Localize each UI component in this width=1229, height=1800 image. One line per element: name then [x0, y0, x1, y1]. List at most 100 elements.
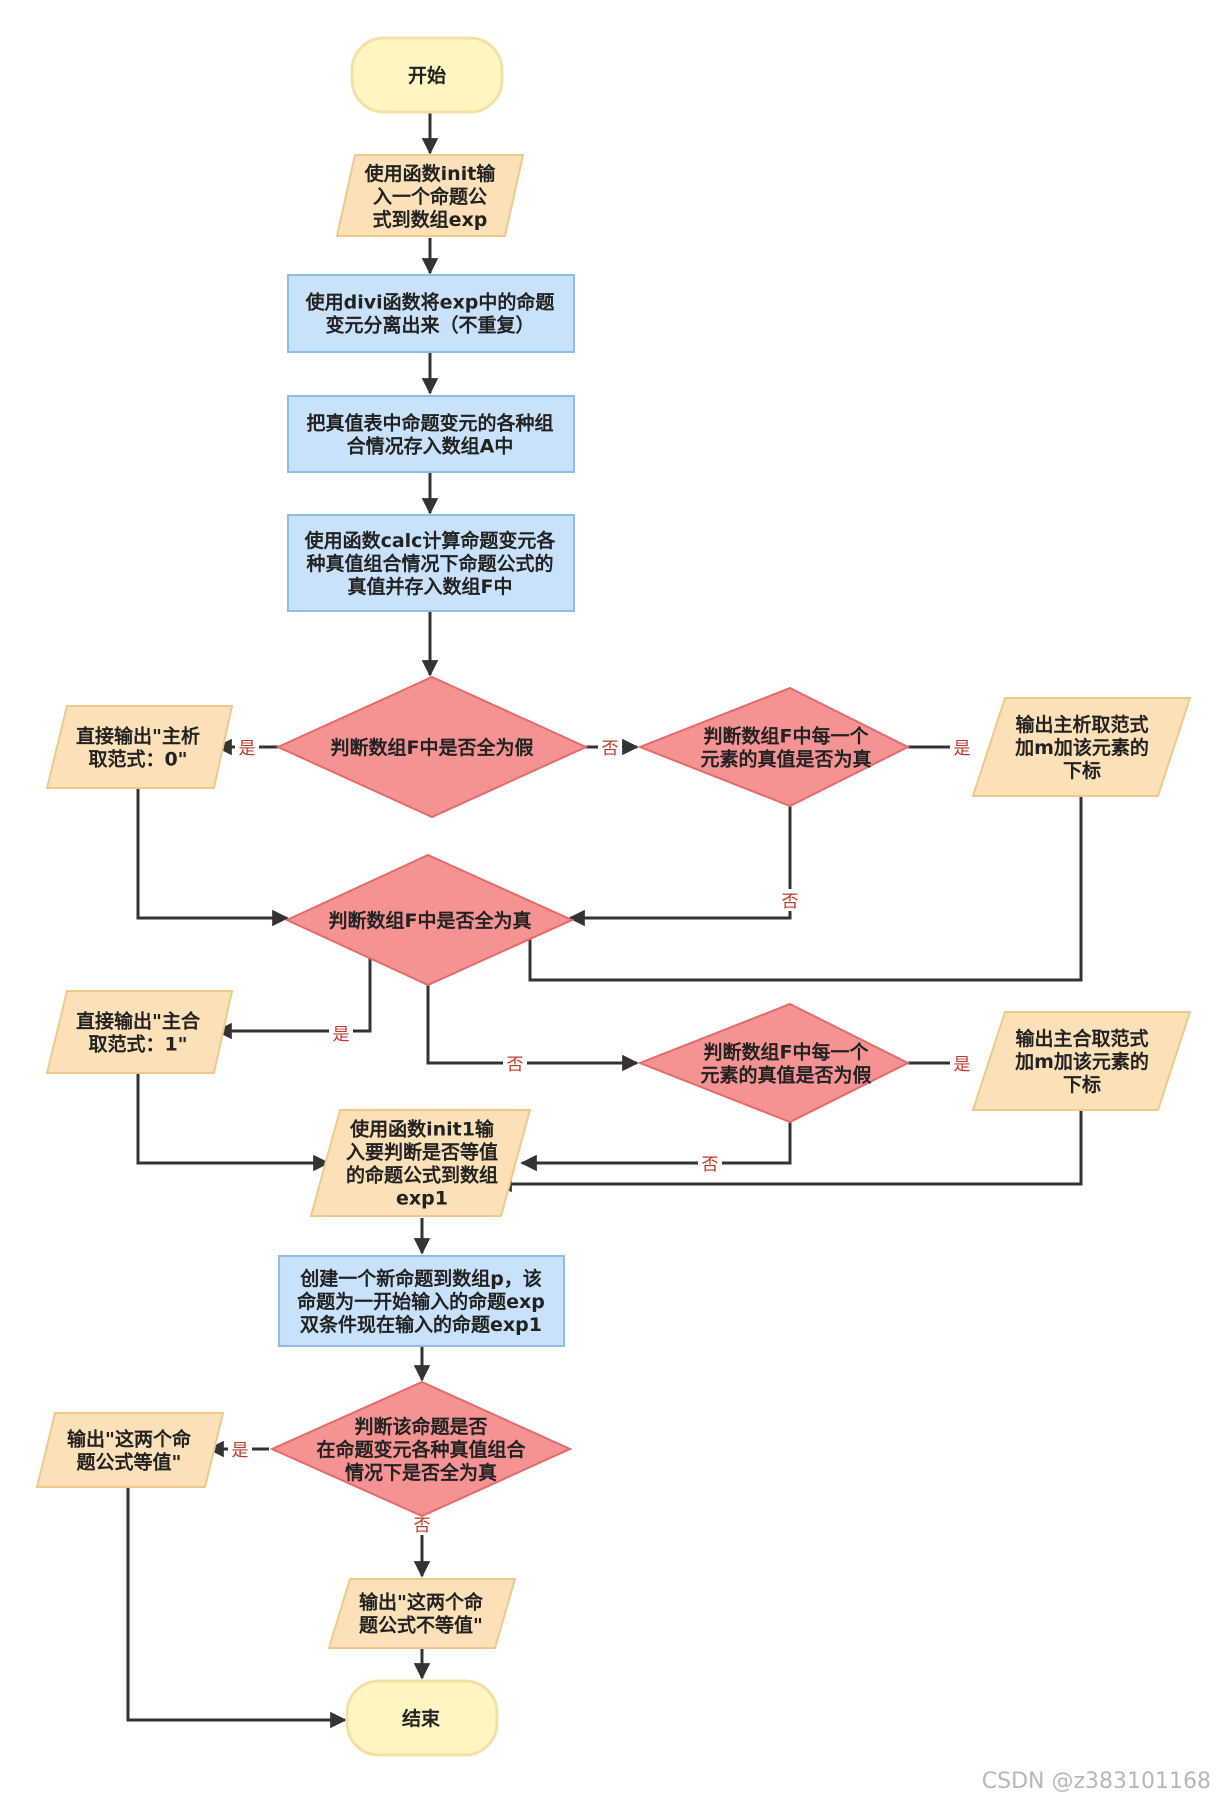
end-terminal	[345, 1679, 499, 1757]
node-text-line: 下标	[1063, 1074, 1101, 1096]
node-text-line: 合情况存入数组A中	[347, 435, 514, 458]
node-text-line: 创建一个新命题到数组p，该	[299, 1267, 542, 1290]
node-text-line: 题公式不等值"	[359, 1614, 483, 1637]
node-text-line: 入要判断是否等值	[346, 1141, 498, 1164]
label-each-false-no: 否	[702, 1155, 719, 1175]
out-pcnf-one-label: 直接输出"主合取范式：1"	[76, 1010, 201, 1056]
input-init-io	[335, 154, 525, 237]
nodes: 开始 使用函数init输入一个命题公式到数组exp 使用divi函数将exp中的…	[35, 36, 1192, 1757]
node-text-line: 判断数组F中每一个	[704, 1041, 870, 1064]
out-pdnf-zero-io	[45, 705, 234, 789]
node-text-line: 输出主析取范式	[1015, 713, 1148, 736]
node-text-line: 的命题公式到数组	[346, 1164, 498, 1187]
label-all-true-no: 否	[507, 1055, 524, 1075]
out-pdnf-zero-label: 直接输出"主析取范式：0"	[76, 725, 200, 771]
node-text-line: 种真值组合情况下命题公式的	[305, 552, 553, 575]
node-text-line: 式到数组exp	[373, 208, 488, 231]
out-pcnf-label: 输出主合取范式加m加该元素的下标	[1014, 1027, 1149, 1096]
input-init1-io	[309, 1109, 532, 1217]
node-text-line: 变元分离出来（不重复）	[325, 314, 534, 337]
calc-label: 使用函数calc计算命题变元各种真值组合情况下命题公式的真值并存入数组F中	[304, 529, 557, 598]
calc-process	[287, 514, 575, 612]
out-equal-io	[35, 1412, 225, 1488]
dec-tautology-decision	[269, 1380, 573, 1518]
out-pcnf-io	[971, 1011, 1192, 1111]
label-all-true-yes: 是	[333, 1025, 350, 1045]
node-text-line: 使用函数calc计算命题变元各	[304, 529, 557, 552]
start-label: 开始	[408, 64, 446, 87]
dec-each-true-decision	[637, 686, 911, 808]
truth-table-label: 把真值表中命题变元的各种组合情况存入数组A中	[306, 412, 553, 458]
edge-all-true-no	[426, 983, 639, 1072]
node-text-line: 判断数组F中每一个	[704, 725, 870, 748]
dec-each-false-label: 判断数组F中每一个元素的真值是否为假	[700, 1041, 871, 1087]
node-text-line: 取范式：1"	[88, 1033, 187, 1056]
label-each-true-no: 否	[782, 892, 799, 912]
label-tautology-no: 否	[414, 1516, 431, 1536]
edge-labels: 是 否 是 否 是 否 是 否 是 否	[228, 736, 974, 1536]
out-pdnf-label: 输出主析取范式加m加该元素的下标	[1014, 713, 1149, 782]
node-text-line: 判断该命题是否	[354, 1415, 487, 1438]
edge-equal-to-end	[126, 1487, 347, 1729]
node-text-line: 真值并存入数组F中	[348, 575, 513, 598]
node-text-line: 情况下是否全为真	[345, 1461, 497, 1484]
node-text-line: 入一个命题公	[373, 185, 487, 208]
out-pcnf-one-io	[45, 990, 234, 1074]
node-text-line: 加m加该元素的	[1014, 1050, 1149, 1073]
node-text-line: exp1	[396, 1188, 448, 1210]
edge-pcnf-to-input1	[495, 1110, 1083, 1193]
watermark: CSDN @z383101168	[981, 1769, 1211, 1794]
dec-tautology-label: 判断该命题是否在命题变元各种真值组合情况下是否全为真	[316, 1415, 526, 1484]
dec-all-true-label: 判断数组F中是否全为真	[329, 909, 532, 932]
dec-each-false-decision	[637, 1002, 911, 1124]
edge-pdnf-to-dec-all-true	[521, 793, 1083, 982]
node-text-line: 使用函数init1输	[349, 1118, 495, 1141]
label-each-true-yes: 是	[954, 739, 971, 759]
edges	[126, 113, 1083, 1729]
node-text-line: 判断数组F中是否全为真	[329, 909, 532, 932]
node-text-line: 直接输出"主合	[76, 1010, 201, 1033]
label-each-false-yes: 是	[954, 1055, 971, 1075]
node-text-line: 使用divi函数将exp中的命题	[305, 291, 555, 314]
label-all-false-no: 否	[602, 739, 619, 759]
node-text-line: 输出"这两个命	[67, 1428, 192, 1451]
out-not-equal-label: 输出"这两个命题公式不等值"	[359, 1591, 484, 1637]
edge-pdnf-zero-to-dec-all-true	[136, 788, 289, 927]
node-text-line: 题公式等值"	[77, 1451, 182, 1474]
edge-each-true-no	[568, 806, 792, 927]
node-text-line: 在命题变元各种真值组合	[316, 1438, 526, 1461]
node-text-line: 把真值表中命题变元的各种组	[306, 412, 553, 435]
label-all-false-yes: 是	[239, 739, 256, 759]
node-text-line: 元素的真值是否为假	[700, 1064, 871, 1087]
out-pdnf-io	[971, 697, 1192, 797]
start-terminal	[350, 36, 504, 114]
dec-all-false-label: 判断数组F中是否全为假	[331, 736, 534, 759]
node-text-line: 取范式：0"	[88, 748, 187, 771]
node-text-line: 输出主合取范式	[1015, 1027, 1148, 1050]
node-text-line: 命题为一开始输入的命题exp	[297, 1290, 545, 1313]
node-text-line: 加m加该元素的	[1014, 736, 1149, 759]
node-text-line: 双条件现在输入的命题exp1	[300, 1313, 542, 1336]
divi-label: 使用divi函数将exp中的命题变元分离出来（不重复）	[305, 291, 555, 337]
node-text-line: 输出"这两个命	[359, 1591, 484, 1614]
create-p-process	[278, 1255, 565, 1347]
dec-each-true-label: 判断数组F中每一个元素的真值是否为真	[700, 725, 871, 771]
edge-all-true-yes	[215, 956, 372, 1040]
out-equal-label: 输出"这两个命题公式等值"	[67, 1428, 192, 1474]
label-tautology-yes: 是	[232, 1441, 249, 1461]
truth-table-process	[287, 395, 575, 473]
node-text-line: 结束	[402, 1707, 441, 1730]
edge-pcnf-one-to-input1	[136, 1073, 330, 1172]
node-text-line: 直接输出"主析	[76, 725, 200, 748]
input-init-label: 使用函数init输入一个命题公式到数组exp	[364, 162, 497, 231]
node-text-line: 判断数组F中是否全为假	[331, 736, 534, 759]
dec-all-false-decision	[275, 675, 589, 819]
node-text-line: 使用函数init输	[364, 162, 497, 185]
node-text-line: 开始	[408, 64, 446, 87]
node-text-line: 元素的真值是否为真	[700, 748, 871, 771]
out-not-equal-io	[327, 1578, 517, 1649]
node-text-line: 下标	[1063, 760, 1101, 782]
